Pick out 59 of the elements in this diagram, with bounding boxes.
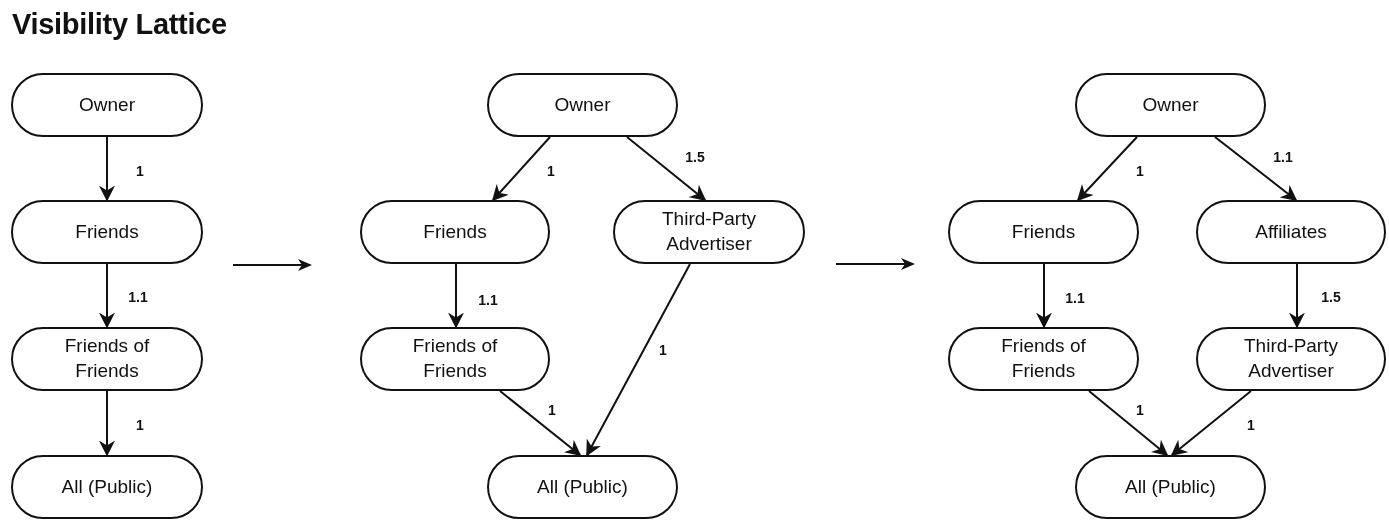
rounded-node (1075, 455, 1266, 519)
edge-label: 1.5 (1321, 289, 1341, 305)
arrow (626, 136, 707, 201)
edge-label: 1 (1136, 163, 1144, 179)
rounded-node (487, 73, 678, 137)
arrow (1076, 136, 1138, 202)
arrow (586, 263, 691, 457)
edge-label: 1 (136, 417, 144, 433)
node-label: Third-Party Advertiser (1243, 334, 1339, 383)
edge-label: 1.1 (1065, 290, 1085, 306)
rounded-node (1196, 327, 1386, 391)
rounded-node (11, 455, 203, 519)
arrow (1214, 136, 1298, 201)
edge-label: 1 (136, 163, 144, 179)
node-label: Owner (1142, 92, 1199, 117)
rounded-node (11, 200, 203, 264)
edge-label: 1 (548, 402, 556, 418)
rounded-node (11, 73, 203, 137)
node-label: Friends of Friends (1000, 334, 1087, 383)
arrow (1170, 390, 1252, 456)
node-label: All (Public) (1125, 474, 1216, 499)
rounded-node (360, 200, 550, 264)
rounded-node (11, 327, 203, 391)
node-label: Owner (79, 92, 135, 117)
arrow (99, 136, 115, 202)
node-label: Friends of Friends (411, 334, 499, 383)
arrow (499, 390, 582, 456)
edge-label: 1.1 (1273, 149, 1293, 165)
node-label: Friends (423, 219, 487, 244)
arrow (491, 136, 551, 202)
edge-label: 1.1 (128, 289, 148, 305)
node-label: Third-Party Advertiser (661, 207, 757, 256)
rounded-node (948, 200, 1139, 264)
edge-label: 1 (1136, 402, 1144, 418)
edge-label: 1.1 (478, 292, 498, 308)
node-label: Owner (554, 92, 611, 117)
arrow (1036, 263, 1052, 329)
rounded-node (487, 455, 678, 519)
rounded-node (948, 327, 1139, 391)
node-label: Friends of Friends (63, 334, 151, 383)
arrow (99, 390, 115, 457)
diagram-title: Visibility Lattice (12, 8, 227, 41)
edge-label: 1 (547, 163, 555, 179)
edge-label: 1 (1247, 417, 1255, 433)
rounded-node (1196, 200, 1386, 264)
node-label: All (Public) (61, 474, 153, 499)
arrow (99, 263, 115, 329)
arrow (448, 263, 464, 329)
arrow (1289, 263, 1305, 329)
edge-label: 1 (659, 342, 667, 358)
rounded-node (1075, 73, 1266, 137)
node-label: Affiliates (1255, 219, 1327, 244)
node-label: Friends (1011, 219, 1076, 244)
node-label: All (Public) (537, 474, 628, 499)
arrow (1088, 390, 1169, 456)
rounded-node (360, 327, 550, 391)
rounded-node (613, 200, 805, 264)
edge-label: 1.5 (685, 149, 705, 165)
node-label: Friends (75, 219, 139, 244)
